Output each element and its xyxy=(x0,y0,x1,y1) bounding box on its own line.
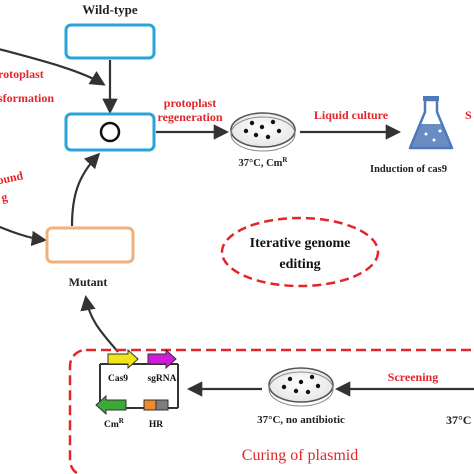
petri-dish-1 xyxy=(230,112,296,152)
transformed-cell xyxy=(64,112,156,152)
plasmid-cas9-label: Cas9 xyxy=(108,374,128,384)
liquid-culture-label: Liquid culture xyxy=(314,108,389,122)
wild-type-label: Wild-type xyxy=(82,2,138,17)
iterative-line1: Iterative genome xyxy=(250,236,351,251)
arrow-from-left-to-cell xyxy=(0,48,106,86)
right-edge-37c: 37°C xyxy=(446,413,471,427)
second-round-line1: ound xyxy=(0,168,25,187)
screening-label: Screening xyxy=(388,370,438,384)
right-edge-s: S xyxy=(465,108,472,122)
plasmid-circle-icon xyxy=(99,121,121,143)
plasmid-map xyxy=(95,348,179,416)
mutant-label: Mutant xyxy=(69,275,108,289)
curing-label: Curing of plasmid xyxy=(242,447,358,464)
iterative-line2: editing xyxy=(279,257,320,272)
cmr-gene xyxy=(95,394,127,416)
protoplast-regeneration-line2: regeneration xyxy=(157,110,222,124)
plasmid-sgrna-label: sgRNA xyxy=(147,374,176,384)
second-round-line2: g xyxy=(0,190,9,205)
arrow-mutant-to-transformed xyxy=(70,152,101,227)
protoplast-transformation-line1: rotoplast xyxy=(0,67,44,81)
curing-dashed-box xyxy=(68,348,474,474)
petri-dish-2 xyxy=(268,367,334,407)
arrow-plasmid-to-mutant xyxy=(80,294,119,353)
induction-label: Induction of cas9 xyxy=(370,164,447,175)
sgrna-gene xyxy=(147,348,177,370)
iterative-editing-ellipse xyxy=(220,216,380,288)
hr-region-orange xyxy=(143,399,157,411)
wild-type-cell xyxy=(64,23,156,60)
protoplast-transformation-line2: sformation xyxy=(0,91,54,105)
cas9-gene xyxy=(107,348,139,370)
flask-icon xyxy=(408,96,454,150)
plate1-condition: 37°C, CmR xyxy=(239,156,289,169)
plate2-condition: 37°C, no antibiotic xyxy=(257,414,345,426)
plasmid-hr-label: HR xyxy=(149,420,163,430)
hr-region-gray xyxy=(155,399,169,411)
protoplast-regeneration-line1: protoplast xyxy=(164,96,216,110)
plasmid-cmr-label: CmR xyxy=(104,417,125,430)
mutant-cell xyxy=(45,226,135,264)
arrow-left-to-mutant xyxy=(0,225,48,247)
